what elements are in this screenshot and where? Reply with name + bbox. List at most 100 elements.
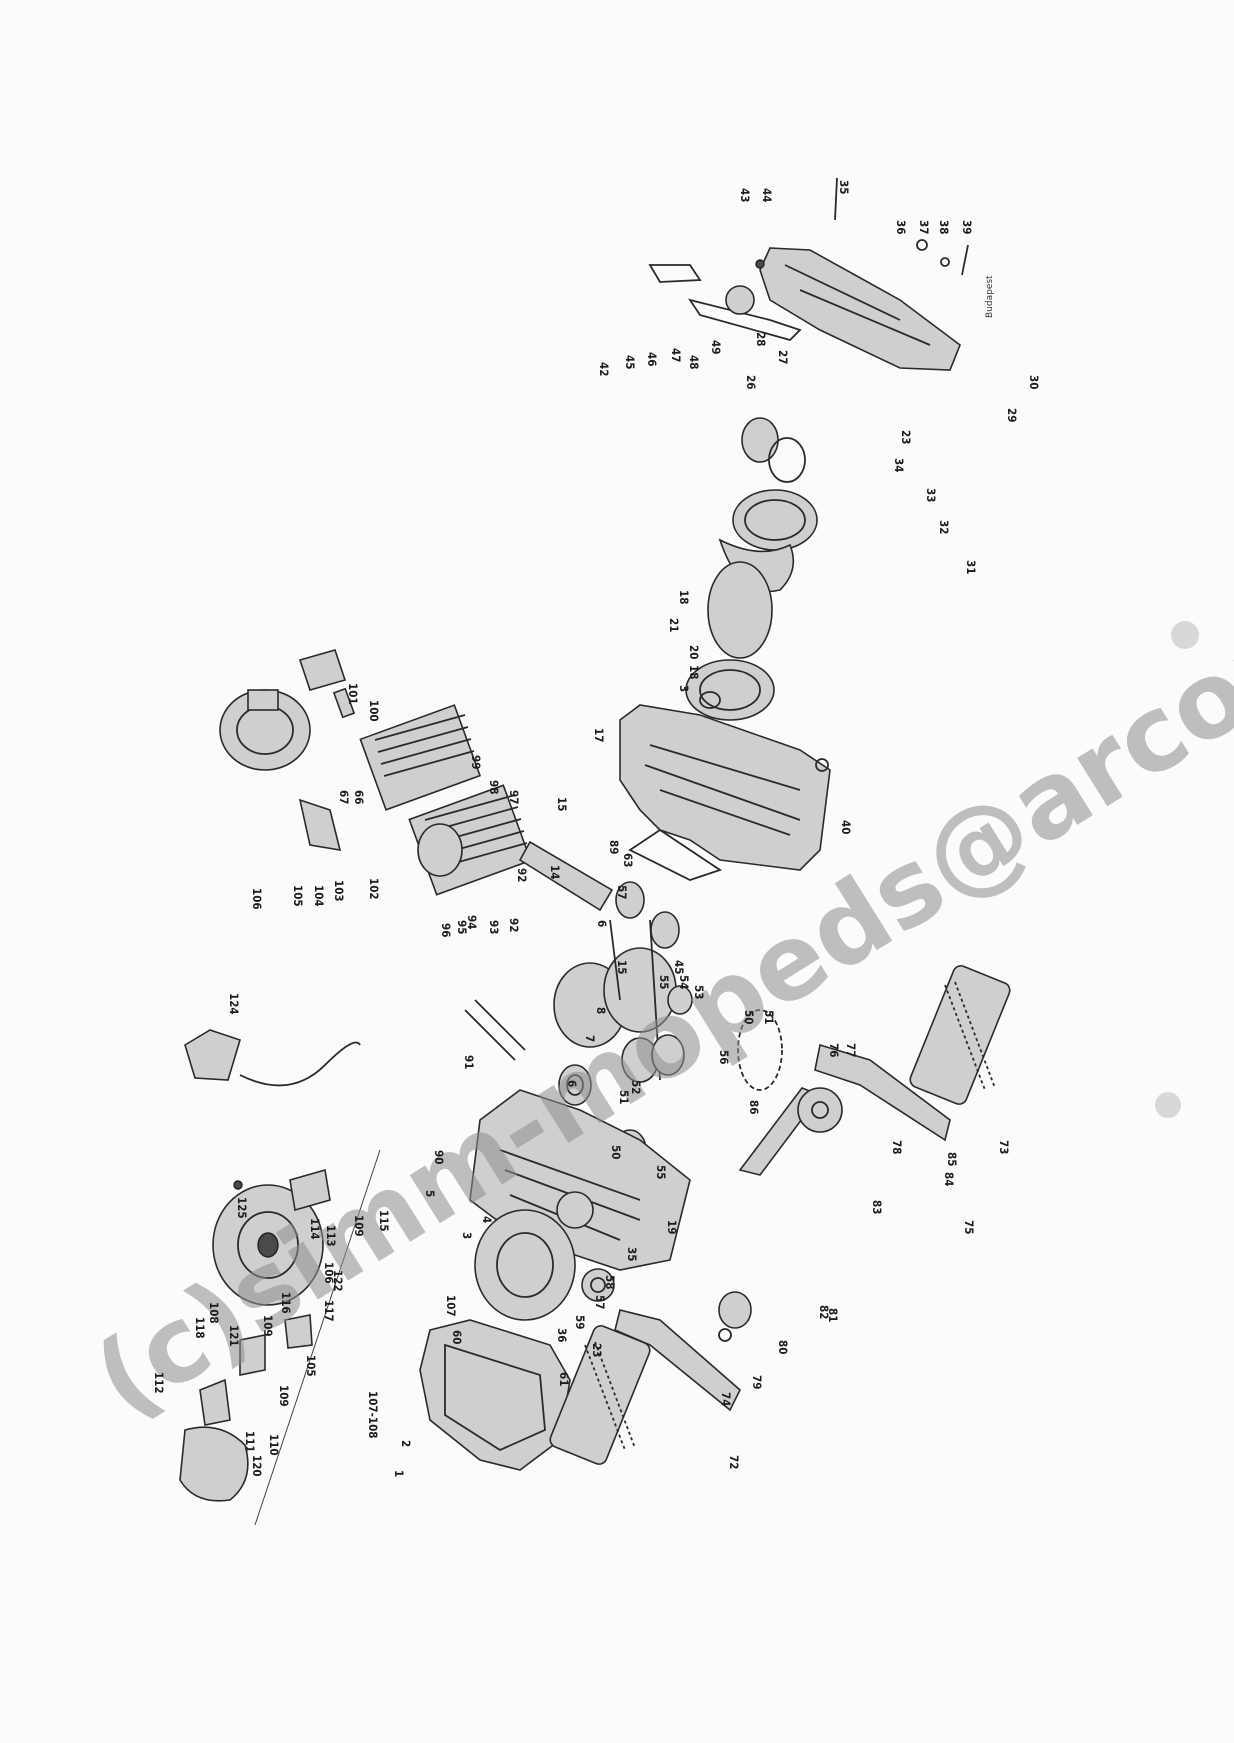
crankcase-right-part	[619, 704, 831, 881]
part-number-label: 103	[332, 880, 346, 902]
part-number-label: 92	[507, 918, 521, 932]
part-number-label: 98	[487, 780, 501, 794]
part-number-label: 50	[742, 1010, 756, 1024]
part-number-label: 55	[654, 1165, 668, 1179]
part-number-label: 37	[917, 220, 931, 234]
part-number-label: 48	[687, 355, 701, 369]
part-number-label: 104	[312, 885, 326, 907]
part-number-label: 18	[677, 590, 691, 604]
part-number-label: 51	[762, 1010, 776, 1024]
part-number-label: 78	[890, 1140, 904, 1154]
scan-smudge	[1171, 621, 1199, 649]
part-number-label: 1	[392, 1470, 406, 1477]
part-number-label: 81	[826, 1308, 840, 1322]
part-number-label: 105	[304, 1355, 318, 1377]
part-number-label: 94	[465, 915, 479, 929]
carburetor-part	[219, 689, 342, 851]
part-number-label: 3	[677, 685, 691, 692]
watermark-text: (c)simm-mopeds@arcor.de	[74, 514, 1234, 1441]
part-number-label: 44	[760, 188, 774, 202]
part-number-label: 125	[235, 1197, 249, 1219]
part-number-label: 23	[590, 1343, 604, 1357]
part-number-label: 111	[243, 1431, 257, 1453]
part-number-label: 21	[667, 618, 681, 632]
spark-plug-cap-part	[298, 649, 356, 719]
part-number-label: 109	[352, 1215, 366, 1237]
part-number-label: 27	[776, 350, 790, 364]
contact-breaker-part	[199, 1168, 331, 1426]
part-number-label: 35	[625, 1247, 639, 1261]
part-number-label: 108	[207, 1302, 221, 1324]
flywheel-part	[212, 1184, 324, 1306]
clutch-part	[685, 417, 818, 721]
part-number-label: 32	[937, 520, 951, 534]
part-number-label: 6	[595, 920, 609, 927]
part-number-label: 45	[623, 355, 637, 369]
part-number-label: 47	[669, 348, 683, 362]
ignition-coil-part	[184, 1029, 361, 1087]
scan-smudge	[1155, 1092, 1181, 1118]
part-number-label: 74	[719, 1392, 733, 1406]
part-number-label: 79	[750, 1375, 764, 1389]
part-number-label: 100	[367, 700, 381, 722]
part-number-label: 7	[583, 1035, 597, 1042]
pedal-crank-left-part	[549, 1309, 741, 1465]
part-number-label: 85	[945, 1152, 959, 1166]
part-number-label: 102	[367, 878, 381, 900]
part-number-label: 14	[548, 865, 562, 879]
part-number-label: 66	[352, 790, 366, 804]
part-number-label: 36	[555, 1328, 569, 1342]
part-number-label: 49	[709, 340, 723, 354]
part-number-label: 105	[291, 885, 305, 907]
part-number-label: 121	[227, 1325, 241, 1347]
part-number-label: 73	[997, 1140, 1011, 1154]
part-number-label: 6	[565, 1080, 579, 1087]
part-number-label: 117	[322, 1300, 336, 1322]
bracket-tail	[254, 1509, 261, 1526]
part-number-label: 83	[870, 1200, 884, 1214]
sprocket-part	[581, 1268, 615, 1302]
part-number-label: 106	[322, 1262, 336, 1284]
part-number-label: 75	[962, 1220, 976, 1234]
part-number-label: 58	[603, 1275, 617, 1289]
part-number-label: 53	[692, 985, 706, 999]
stator-plate-part	[474, 1209, 576, 1321]
part-number-label: 99	[469, 755, 483, 769]
part-number-label: 77	[844, 1043, 858, 1057]
part-number-label: 46	[645, 352, 659, 366]
part-number-label: 72	[727, 1455, 741, 1469]
part-number-label: 118	[193, 1317, 207, 1339]
part-number-label: 91	[462, 1055, 476, 1069]
drive-sprocket-part	[797, 1087, 843, 1133]
part-number-label: 29	[1005, 408, 1019, 422]
part-number-label: 36	[894, 220, 908, 234]
cylinder-part	[359, 704, 532, 896]
part-number-label: 90	[432, 1150, 446, 1164]
part-number-label: 109	[277, 1385, 291, 1407]
part-number-label: 82	[817, 1305, 831, 1319]
part-number-label: 92	[515, 868, 529, 882]
part-number-label: 60	[450, 1330, 464, 1344]
part-number-label: 95	[455, 920, 469, 934]
part-number-label: 84	[942, 1172, 956, 1186]
stamp-text: Budapest	[985, 275, 995, 318]
part-number-label: 38	[937, 220, 951, 234]
part-number-label: 50	[609, 1145, 623, 1159]
part-number-label: 31	[964, 560, 978, 574]
part-number-label: 34	[892, 458, 906, 472]
part-number-label: 124	[227, 993, 241, 1015]
part-number-label: 112	[152, 1372, 166, 1394]
part-number-label: 115	[377, 1210, 391, 1232]
part-number-label: 116	[279, 1292, 293, 1314]
part-number-label: 107	[444, 1295, 458, 1317]
part-number-label: 61	[557, 1372, 571, 1386]
chain-part	[737, 1009, 783, 1091]
part-number-label: 110	[267, 1434, 281, 1456]
gearshaft-part	[621, 919, 693, 1083]
part-number-label: 97	[507, 790, 521, 804]
part-number-label: 39	[960, 220, 974, 234]
part-number-label: 101	[346, 683, 360, 705]
part-number-label: 113	[324, 1225, 338, 1247]
